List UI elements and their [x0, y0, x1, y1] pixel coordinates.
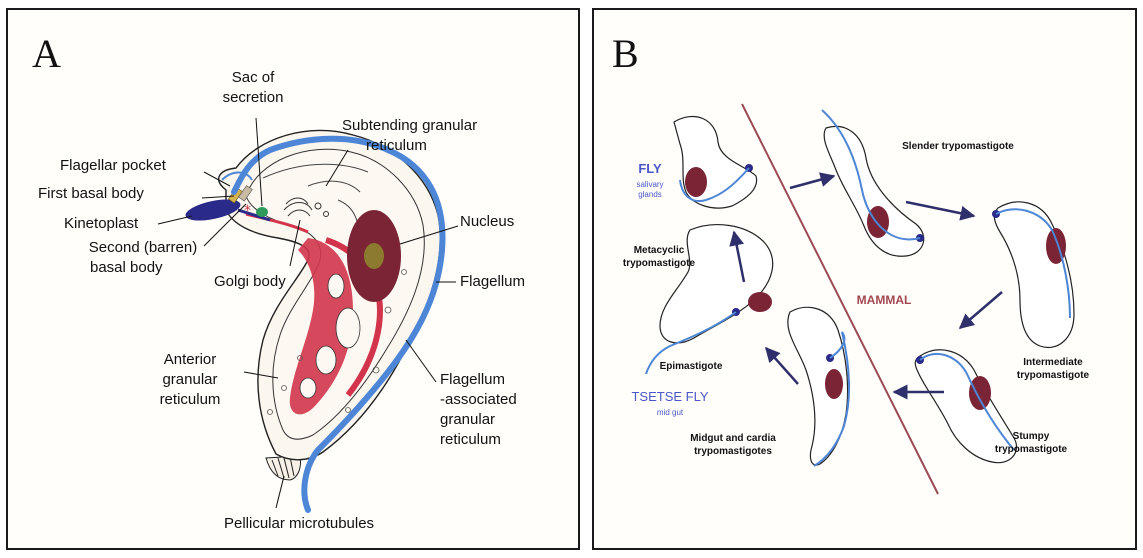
label-epimastigote: Epimastigote	[646, 360, 736, 373]
label-subtending-line2: reticulum	[342, 136, 477, 156]
label-stumpy-trypomastigote: Stumpy trypomastigote	[976, 430, 1086, 456]
label-tsetse-fly: TSETSE FLY	[624, 390, 716, 403]
label-salivary-line1: salivary	[622, 180, 678, 190]
arrow-midgut-to-epimastigote	[766, 348, 798, 384]
label-subtending-line1: Subtending granular	[342, 116, 477, 136]
label-kinetoplast: Kinetoplast	[64, 214, 138, 234]
intermediate-cell-drawing	[992, 202, 1074, 348]
label-golgi-body: Golgi body	[214, 272, 286, 292]
label-salivary-line2: glands	[622, 190, 678, 200]
sac-of-secretion-drawing	[256, 207, 268, 217]
label-mammal: MAMMAL	[844, 294, 924, 307]
panel-a: A	[6, 8, 580, 550]
label-stumpy-line1: Stumpy	[976, 430, 1086, 443]
label-stumpy-line2: trypomastigote	[976, 443, 1086, 456]
label-anterior-reticulum: Anterior granular reticulum	[144, 350, 236, 410]
label-pellicular-microtubules: Pellicular microtubules	[224, 514, 374, 534]
label-fagr-line3: granular	[440, 410, 517, 430]
label-second-line1: Second (barren)	[78, 238, 208, 258]
label-nucleus: Nucleus	[460, 212, 514, 232]
label-first-basal-body: First basal body	[38, 184, 144, 204]
label-fagr-line2: -associated	[440, 390, 517, 410]
label-midgut-line1: Midgut and cardia	[668, 432, 798, 445]
label-flagellar-pocket: Flagellar pocket	[60, 156, 166, 176]
label-metacyclic-line2: trypomastigote	[604, 257, 714, 270]
label-sac-of-secretion: Sac of secretion	[218, 68, 288, 108]
panel-b: B	[592, 8, 1137, 550]
label-midgut-cardia-trypomastigotes: Midgut and cardia trypomastigotes	[668, 432, 798, 458]
label-second-basal-body: Second (barren) basal body	[78, 238, 208, 278]
arrow-slender-to-intermediate	[906, 202, 974, 216]
arrow-intermediate-to-stumpy	[960, 292, 1002, 328]
label-fly: FLY	[622, 162, 678, 175]
label-fagr-line1: Flagellum	[440, 370, 517, 390]
label-mid-gut: mid gut	[624, 406, 716, 419]
label-anterior-line2: granular	[144, 370, 236, 390]
label-second-line2: basal body	[78, 258, 208, 278]
label-intermediate-line1: Intermediate	[998, 356, 1108, 369]
label-intermediate-line2: trypomastigote	[998, 369, 1108, 382]
label-sac-line2: secretion	[218, 88, 288, 108]
life-cycle-diagram	[594, 10, 1139, 552]
label-anterior-line3: reticulum	[144, 390, 236, 410]
label-sac-line1: Sac of	[218, 68, 288, 88]
label-intermediate-trypomastigote: Intermediate trypomastigote	[998, 356, 1108, 382]
nucleus-drawing	[347, 210, 401, 302]
label-subtending-reticulum: Subtending granular reticulum	[342, 116, 477, 156]
metacyclic-cell-drawing	[674, 116, 757, 208]
slender-cell-drawing	[822, 110, 924, 256]
label-fagr-line4: reticulum	[440, 430, 517, 450]
label-flagellum-associated-reticulum: Flagellum -associated granular reticulum	[440, 370, 517, 450]
label-metacyclic-trypomastigote: Metacyclic trypomastigote	[604, 244, 714, 270]
label-metacyclic-line1: Metacyclic	[604, 244, 714, 257]
label-anterior-line1: Anterior	[144, 350, 236, 370]
label-salivary-glands: salivary glands	[622, 180, 678, 200]
label-slender-trypomastigote: Slender trypomastigote	[888, 140, 1028, 153]
label-flagellum: Flagellum	[460, 272, 525, 292]
label-midgut-line2: trypomastigotes	[668, 445, 798, 458]
arrow-metacyclic-to-slender	[790, 176, 834, 188]
